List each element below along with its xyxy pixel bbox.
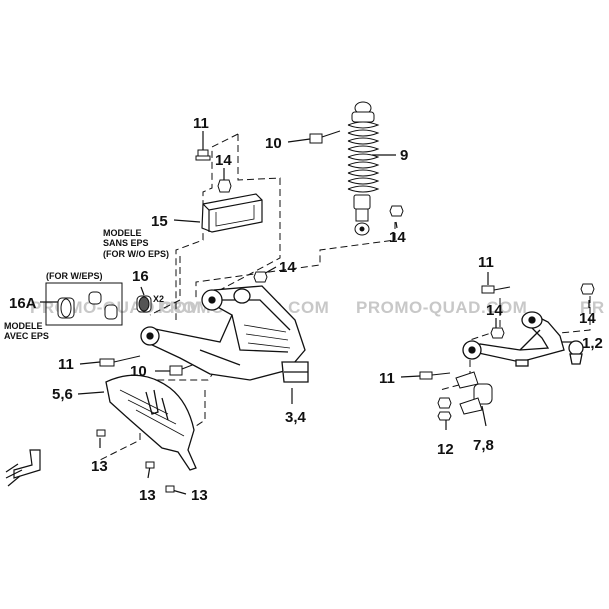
screw-13 — [96, 429, 175, 493]
callout-16: 16 — [132, 268, 149, 285]
callout-1-2: 1,2 — [582, 335, 603, 352]
callout-14: 14 — [486, 302, 503, 319]
leader-lines — [40, 131, 590, 495]
callout-11: 11 — [58, 356, 74, 373]
callout-11: 11 — [478, 254, 494, 271]
callout-10: 10 — [265, 135, 282, 152]
callout-10: 10 — [130, 363, 147, 380]
note-modele-sans-eps: SANS EPS — [103, 238, 149, 248]
shock-absorber — [347, 101, 380, 236]
callout-11: 11 — [193, 115, 209, 132]
callout-14: 14 — [279, 259, 296, 276]
skid-plate-guard — [105, 374, 197, 471]
note-x2: X2 — [153, 294, 164, 304]
note-modele-avec-eps: AVEC EPS — [4, 331, 49, 341]
shock-coil-spring — [347, 121, 380, 193]
callout-3-4: 3,4 — [285, 409, 307, 426]
callout-14: 14 — [389, 229, 406, 246]
callout-numbers: 11 14 10 9 15 14 14 16 16A 11 10 5,6 13 … — [9, 115, 603, 504]
callout-15: 15 — [151, 213, 168, 230]
note-modele-sans-eps: (FOR W/O EPS) — [103, 249, 169, 259]
callout-16a: 16A — [9, 295, 37, 312]
lower-a-arm — [140, 285, 309, 383]
note-modele-sans-eps: MODELE — [103, 228, 142, 238]
callout-7-8: 7,8 — [473, 437, 494, 454]
upper-a-arm — [462, 311, 584, 367]
front-direction-arrow-icon — [5, 449, 41, 487]
bushing-16 — [136, 295, 152, 313]
callout-13: 13 — [139, 487, 156, 504]
spacer-12-and-clips-7-8 — [437, 371, 493, 421]
callout-13: 13 — [91, 458, 108, 475]
bolt-10-top — [309, 130, 341, 144]
callout-14: 14 — [579, 310, 596, 327]
watermark: PROMO-QUAD.COM — [356, 298, 527, 317]
nut-14 — [217, 179, 595, 339]
bushing-16a — [57, 291, 118, 320]
callout-13: 13 — [191, 487, 208, 504]
eps-bushing-group-box — [45, 282, 123, 326]
bolt-11-left — [99, 355, 141, 367]
bolt-11-right-mid — [419, 371, 451, 380]
watermark: PR — [580, 298, 605, 317]
note-for-w-eps: (FOR W/EPS) — [46, 271, 103, 281]
note-modele-avec-eps: MODELE — [4, 321, 43, 331]
model-notes: MODELE SANS EPS (FOR W/O EPS) (FOR W/EPS… — [4, 228, 169, 341]
callout-11: 11 — [379, 370, 395, 387]
callout-9: 9 — [400, 147, 408, 164]
callout-5-6: 5,6 — [52, 386, 73, 403]
callout-12: 12 — [437, 441, 454, 458]
bolt-11-right-top — [481, 285, 511, 294]
bolt-11-top — [195, 149, 211, 161]
callout-14: 14 — [215, 152, 232, 169]
eps-cover-bracket — [201, 193, 263, 233]
